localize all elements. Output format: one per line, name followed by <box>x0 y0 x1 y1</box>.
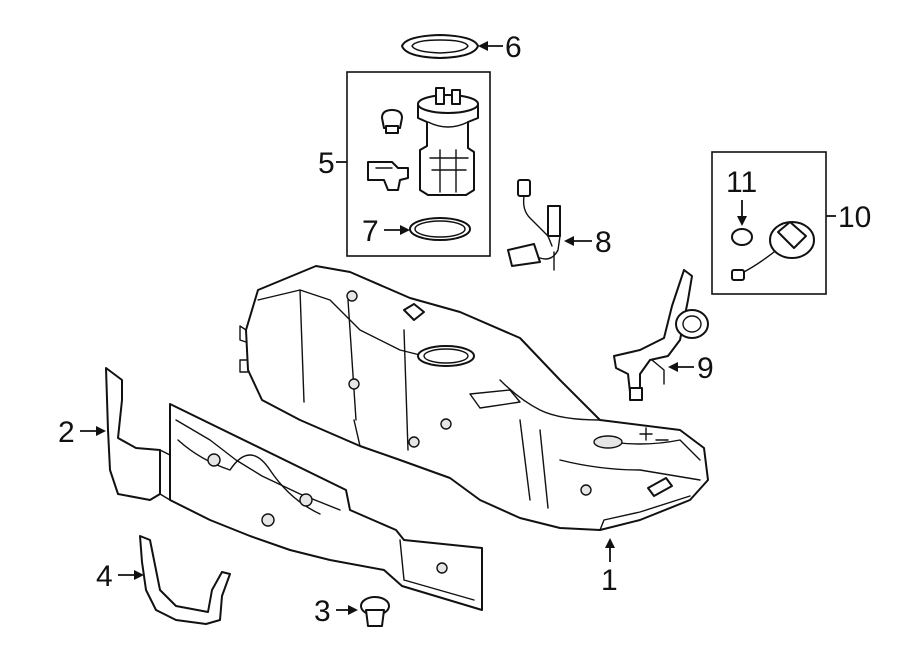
seal-ring-part-7 <box>409 217 471 241</box>
callout-7: 7 <box>362 215 410 248</box>
callout-1: 1 <box>601 538 618 597</box>
heat-shield-part-2 <box>105 367 483 611</box>
callout-5: 5 <box>318 147 347 180</box>
callout-number-6: 6 <box>505 31 522 64</box>
fuel-tank-part-1 <box>239 265 709 531</box>
callout-number-3: 3 <box>314 595 331 628</box>
callout-6: 6 <box>478 31 522 64</box>
fuel-pump-module-box <box>346 71 491 257</box>
callout-8: 8 <box>564 226 612 259</box>
fuel-cap-part-10 <box>731 221 815 281</box>
cap-seal-part-11 <box>731 228 753 246</box>
callout-3: 3 <box>314 595 358 628</box>
lock-ring-part-6 <box>401 34 479 59</box>
callout-number-2: 2 <box>58 416 75 449</box>
callout-10: 10 <box>826 201 871 234</box>
callout-4: 4 <box>96 560 144 593</box>
callout-number-9: 9 <box>697 352 714 385</box>
callout-number-11: 11 <box>726 166 757 199</box>
fuel-cap-box <box>711 151 827 295</box>
callout-number-1: 1 <box>601 564 618 597</box>
fuel-pump-module-part-5 <box>367 87 479 196</box>
callout-number-10: 10 <box>838 201 871 234</box>
callout-number-4: 4 <box>96 560 113 593</box>
callout-number-5: 5 <box>318 147 335 180</box>
callout-number-7: 7 <box>362 215 379 248</box>
callout-2: 2 <box>58 416 106 449</box>
callout-9: 9 <box>668 352 714 385</box>
filler-neck-bracket-part-9 <box>613 269 709 401</box>
callout-11: 11 <box>726 166 757 226</box>
wiring-harness-part-8 <box>507 179 561 271</box>
callout-number-8: 8 <box>595 226 612 259</box>
bolt-part-3 <box>360 596 390 627</box>
tank-strap-part-4 <box>139 535 231 625</box>
